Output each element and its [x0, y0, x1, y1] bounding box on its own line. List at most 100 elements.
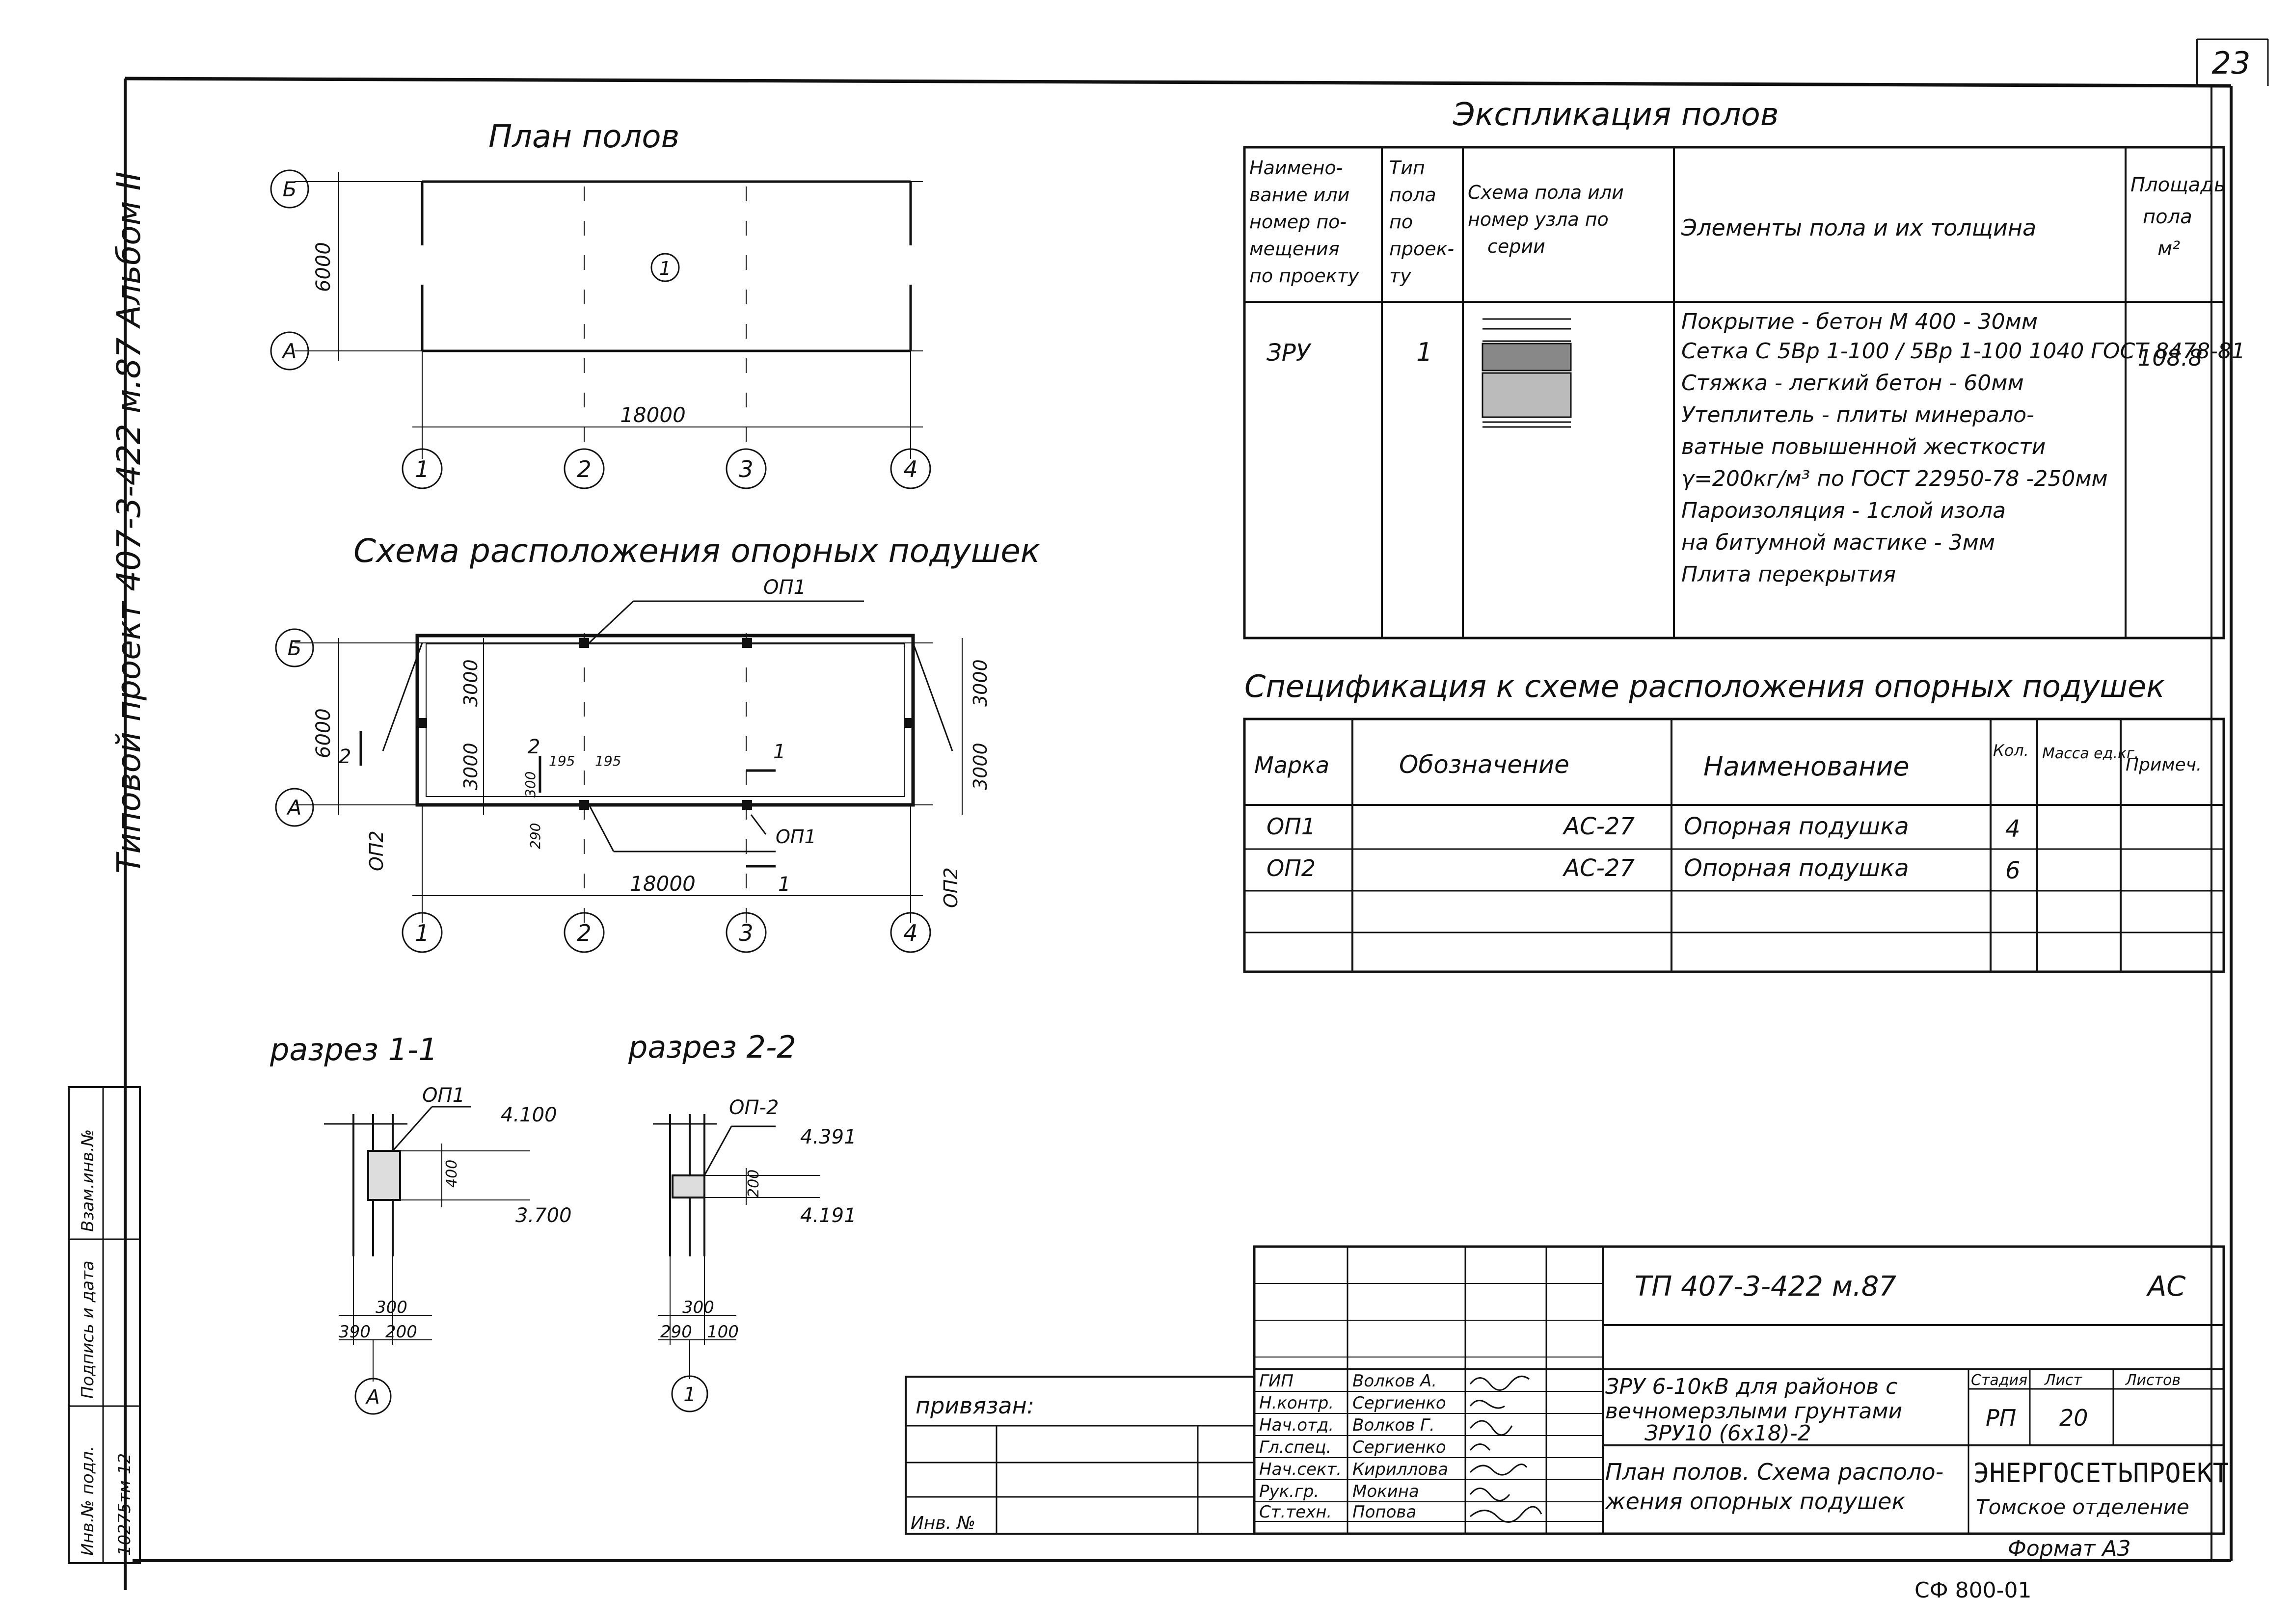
pads-dim-290: 290 — [527, 823, 543, 849]
tb-mark: АС — [2146, 1271, 2185, 1303]
section-1-dim-a: 390 — [339, 1322, 371, 1342]
spec-row2-designation: АС-27 — [1562, 854, 1635, 882]
floor-plan-dim-height: 6000 — [312, 242, 335, 292]
section-2-mark: ОП-2 — [729, 1096, 779, 1119]
tb-stage: РП — [1986, 1405, 2016, 1431]
left-stamp — [68, 1086, 141, 1564]
sheet-frame — [124, 38, 2269, 1590]
tb-project: ЗРУ 6-10кВ для районов с вечномерзлыми г… — [1605, 1374, 1909, 1446]
explication-header-room: Наимено- вание или номер по- мещения по … — [1249, 157, 1359, 287]
explication-header-type: Тип пола по проек- ту — [1389, 157, 1460, 287]
pads-axis-3: 3 — [739, 920, 753, 946]
section-2-dim-width: 300 — [682, 1298, 714, 1317]
floor-plan-axis-1: 1 — [415, 456, 429, 482]
pads-dim-total-height: 6000 — [312, 708, 335, 758]
tb-privyazan: привязан: — [916, 1392, 1034, 1419]
pads-axis-4: 4 — [903, 920, 917, 946]
spec-row2-mark: ОП2 — [1267, 855, 1316, 881]
explication-floor-scheme — [1482, 318, 1572, 428]
format-label: Формат А3 — [2008, 1536, 2131, 1561]
spec-row2-qty: 6 — [2005, 857, 2021, 884]
tb-sheet-title: План полов. Схема располо- жения опорных… — [1605, 1459, 1951, 1515]
pads-dim-length: 18000 — [630, 872, 696, 896]
pads-dim-half-bottom-right: 3000 — [970, 743, 991, 790]
stamp-vzam-inv: Взам.инв.№ — [78, 1129, 98, 1232]
tb-company: ЭНЕРГОСЕТЬПРОЕКТ — [1973, 1458, 2229, 1489]
pads-axis-1: 1 — [415, 920, 429, 946]
tb-col-sheets: Листов — [2125, 1372, 2181, 1389]
section-2-axis: 1 — [683, 1384, 696, 1406]
section-2-dim-a: 290 — [660, 1322, 692, 1342]
spec-row1-mark: ОП1 — [1267, 813, 1316, 840]
pads-axis-b: Б — [288, 636, 302, 660]
floor-plan-room-mark: 1 — [659, 258, 671, 279]
spec-row2-name: Опорная подушка — [1684, 854, 1909, 882]
specification-title: Спецификация к схеме расположения опорны… — [1244, 668, 2165, 704]
section-1-axis: А — [365, 1386, 379, 1409]
tb-col-stage: Стадия — [1971, 1372, 2027, 1389]
section-2-dim-height: 200 — [745, 1170, 762, 1198]
floor-plan-title: План полов — [488, 119, 679, 155]
section-1-dim-width: 300 — [376, 1298, 407, 1317]
stamp-inv-podl: Инв.№ подл. — [78, 1446, 98, 1556]
pads-dim-300: 300 — [522, 772, 539, 798]
tb-col-sheet: Лист — [2044, 1372, 2083, 1389]
explication-type: 1 — [1416, 338, 1432, 367]
spec-header-name: Наименование — [1703, 751, 1910, 782]
explication-room: ЗРУ — [1267, 339, 1312, 367]
section-2-dim-b: 100 — [707, 1322, 739, 1342]
spec-header-mark: Марка — [1254, 752, 1329, 778]
section-2-elev-top: 4.391 — [800, 1126, 857, 1148]
tb-roles: ГИП Н.контр. Нач.отд. Гл.спец. Нач.сект.… — [1259, 1371, 1347, 1522]
pads-axis-2: 2 — [577, 920, 591, 946]
title-block — [905, 1245, 2225, 1535]
floor-plan-axis-b: Б — [283, 177, 297, 201]
spec-row1-name: Опорная подушка — [1684, 813, 1909, 840]
stamp-inv-value: 10275тм-12 — [115, 1453, 135, 1556]
pads-dim-195-a: 195 — [549, 753, 575, 769]
pads-section-2-left: 2 — [339, 745, 351, 768]
sheet-number: 23 — [2212, 45, 2251, 81]
floor-plan-axis-4: 4 — [903, 456, 917, 482]
section-1-elev-top: 4.100 — [501, 1104, 557, 1126]
album-label: Типовой проект 407-3-422 м.87 Альбом II — [110, 171, 148, 874]
tb-branch: Томское отделение — [1976, 1495, 2189, 1519]
explication-header-elements: Элементы пола и их толщина — [1681, 214, 2036, 241]
pads-label-op2-left: ОП2 — [366, 830, 387, 871]
explication-header-area: Площадь пола м² — [2130, 174, 2232, 260]
pads-axis-a: А — [286, 796, 302, 820]
pads-section-1-top: 1 — [773, 741, 785, 763]
section-2-elev-bottom: 4.191 — [800, 1204, 857, 1227]
explication-title: Экспликация полов — [1453, 97, 1779, 133]
section-1-elev-bottom: 3.700 — [515, 1204, 572, 1227]
tb-code: ТП 407-3-422 м.87 — [1635, 1271, 1896, 1303]
pads-label-op2-right: ОП2 — [940, 867, 962, 908]
section-2-title: разрез 2-2 — [628, 1029, 796, 1065]
section-2-drawing — [653, 1114, 820, 1412]
explication-area: 108.8 — [2138, 345, 2203, 371]
pads-label-op1-bottom: ОП1 — [776, 826, 816, 848]
pads-dim-half-top-right: 3000 — [970, 659, 991, 707]
section-1-title: разрез 1-1 — [270, 1032, 438, 1067]
pads-scheme-title: Схема расположения опорных подушек — [353, 532, 1040, 570]
tb-inv: Инв. № — [911, 1513, 975, 1533]
tb-names: Волков А. Сергиенко Волков Г. Сергиенко … — [1352, 1371, 1454, 1522]
section-1-mark: ОП1 — [422, 1084, 465, 1107]
pads-dim-half-bottom-left: 3000 — [460, 743, 482, 790]
spec-header-mass: Масса ед.кг. — [2042, 745, 2139, 762]
pads-dim-half-top-left: 3000 — [460, 659, 482, 707]
tb-sheet: 20 — [2059, 1405, 2088, 1431]
pads-dim-195-b: 195 — [595, 753, 621, 769]
pads-section-2-mid: 2 — [528, 736, 540, 758]
floor-plan-axis-a: А — [281, 339, 297, 363]
section-1-drawing — [324, 1106, 530, 1415]
stamp-podpis-data: Подпись и дата — [78, 1260, 98, 1399]
explication-table — [1243, 146, 2225, 639]
spec-header-designation: Обозначение — [1399, 750, 1569, 779]
pads-scheme-drawing — [275, 600, 963, 953]
pads-label-op1-top: ОП1 — [763, 576, 806, 599]
spec-row1-qty: 4 — [2005, 815, 2021, 843]
explication-elements: Покрытие - бетон М 400 - 30мм Сетка С 5В… — [1681, 309, 2252, 587]
specification-table — [1243, 718, 2225, 973]
